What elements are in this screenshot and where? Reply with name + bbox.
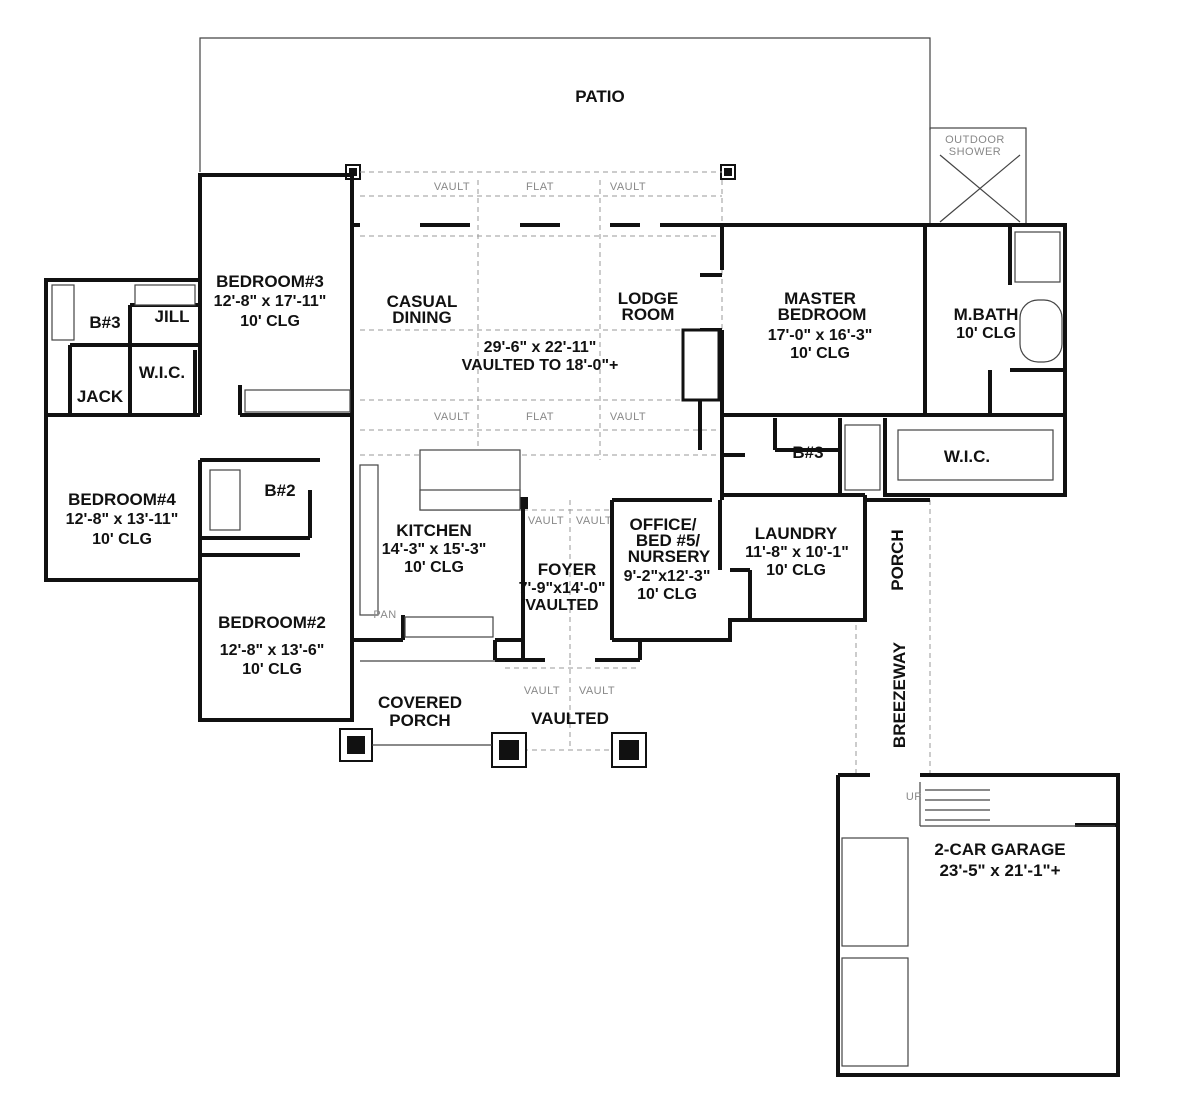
bedroom4-dims: 12'-8" x 13'-11" <box>66 511 179 528</box>
breezeway-label: BREEZEWAY <box>890 641 909 748</box>
ceiling-mark-flat: FLAT <box>526 411 554 423</box>
bedroom3-ceiling: 10' CLG <box>240 313 300 330</box>
porch-label: PORCH <box>888 529 907 590</box>
foyer-vaulted: VAULTED <box>525 597 598 614</box>
vaulted-porch-label: VAULTED <box>531 709 609 728</box>
garage-fixtures <box>841 782 1115 1067</box>
patio-label: PATIO <box>575 87 624 106</box>
porch-columns <box>339 660 647 768</box>
office-label: OFFICE/ <box>629 515 696 534</box>
kitchen-label: KITCHEN <box>396 521 472 540</box>
ceiling-mark-vault: VAULT <box>610 181 646 193</box>
bedroom4-ceiling: 10' CLG <box>92 531 152 548</box>
bedroom3-dims: 12'-8" x 17'-11" <box>214 293 327 310</box>
lodge-dims: 29'-6" x 22'-11" <box>484 339 597 356</box>
ceiling-mark-vault: VAULT <box>434 411 470 423</box>
master-bath-ceiling: 10' CLG <box>956 325 1016 342</box>
kitchen-fixtures <box>359 449 521 638</box>
ceiling-mark-vault: VAULT <box>524 685 560 697</box>
patio-post <box>349 168 357 176</box>
ceiling-mark-vault: VAULT <box>576 515 612 527</box>
lodge-room-label: ROOM <box>622 305 675 324</box>
ceiling-mark-vault: VAULT <box>434 181 470 193</box>
bath2-label: B#2 <box>264 481 295 500</box>
office-ceiling: 10' CLG <box>637 586 697 603</box>
wic-master-label: W.I.C. <box>944 447 990 466</box>
patio-post <box>724 168 732 176</box>
lodge-vault: VAULTED TO 18'-0"+ <box>462 357 619 374</box>
casual-dining-label: DINING <box>392 308 452 327</box>
laundry-label: LAUNDRY <box>755 524 838 543</box>
covered-porch-label: PORCH <box>389 711 450 730</box>
bath3-center-label: B#3 <box>792 443 823 462</box>
jill-label: JILL <box>155 307 190 326</box>
bedroom3-name: BEDROOM#3 <box>216 272 324 291</box>
foyer-dims: 7'-9"x14'-0" <box>519 580 606 597</box>
wic-left-label: W.I.C. <box>139 363 185 382</box>
jack-label: JACK <box>77 387 124 406</box>
master-bath-label: M.BATH <box>954 305 1019 324</box>
laundry-dims: 11'-8" x 10'-1" <box>745 544 849 561</box>
master-bedroom-ceiling: 10' CLG <box>790 345 850 362</box>
ceiling-lines <box>360 171 931 775</box>
outdoor-shower-label: SHOWER <box>949 146 1002 158</box>
bedroom4-name: BEDROOM#4 <box>68 490 176 509</box>
walls <box>44 173 1120 1077</box>
covered-porch-label: COVERED <box>378 693 462 712</box>
casual-dining-label: CASUAL <box>387 292 458 311</box>
kitchen-ceiling: 10' CLG <box>404 559 464 576</box>
master-bedroom-dims: 17'-0" x 16'-3" <box>768 327 873 344</box>
kitchen-dims: 14'-3" x 15'-3" <box>382 541 487 558</box>
office-label: BED #5/ <box>636 531 701 550</box>
garage-dims: 23'-5" x 21'-1"+ <box>939 861 1060 880</box>
bath3-left-label: B#3 <box>89 313 120 332</box>
garage-label: 2-CAR GARAGE <box>934 840 1065 859</box>
outdoor-shower-label: OUTDOOR <box>945 134 1005 146</box>
stair-up-label: UP <box>906 791 922 803</box>
office-label: NURSERY <box>628 547 711 566</box>
office-dims: 9'-2"x12'-3" <box>624 568 711 585</box>
patio-outline <box>199 37 931 172</box>
bath-fixtures <box>51 231 1063 531</box>
master-bedroom-label: BEDROOM <box>778 305 867 324</box>
laundry-ceiling: 10' CLG <box>766 562 826 579</box>
bedroom2-ceiling: 10' CLG <box>242 661 302 678</box>
ceiling-mark-vault: VAULT <box>610 411 646 423</box>
lodge-room-label: LODGE <box>618 289 678 308</box>
bedroom2-name: BEDROOM#2 <box>218 613 326 632</box>
master-bedroom-label: MASTER <box>784 289 856 308</box>
bedroom2-dims: 12'-8" x 13'-6" <box>220 642 325 659</box>
ceiling-mark-flat: FLAT <box>526 181 554 193</box>
pantry-label: PAN <box>373 609 396 621</box>
ceiling-mark-vault: VAULT <box>528 515 564 527</box>
ceiling-mark-vault: VAULT <box>579 685 615 697</box>
foyer-label: FOYER <box>538 560 597 579</box>
